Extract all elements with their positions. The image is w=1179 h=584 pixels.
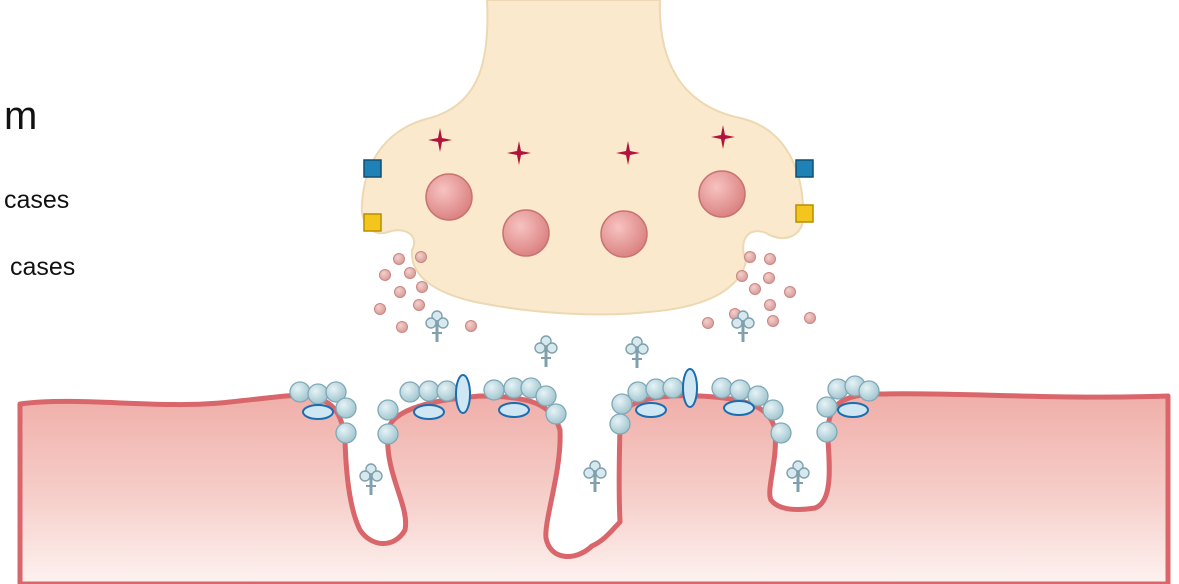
acetylcholinesterase-icon [584,461,606,492]
yellow-marker-icon [364,214,381,231]
ion-channel-icon [414,405,444,419]
ion-channel-icon [683,369,697,407]
blue-marker-icon [796,160,813,177]
blue-marker-icon [364,160,381,177]
synaptic-vesicle [426,174,472,220]
acetylcholinesterase-icon [360,464,382,495]
acetylcholinesterase-icon [787,461,809,492]
acetylcholinesterase-icon [426,311,448,342]
synaptic-vesicle [601,211,647,257]
ion-channel-icon [456,375,470,413]
ion-channel-icon [838,403,868,417]
nerve-terminal [362,0,803,314]
receptor-clusters [290,376,879,444]
synaptic-vesicle [503,210,549,256]
ion-channel-icon [499,403,529,417]
acetylcholinesterase-icon [626,337,648,368]
yellow-marker-icon [796,205,813,222]
acetylcholinesterase-icon [535,336,557,367]
ion-channel-icon [636,403,666,417]
ion-channel-icon [303,405,333,419]
synaptic-vesicle [699,171,745,217]
ion-channel-icon [724,401,754,415]
